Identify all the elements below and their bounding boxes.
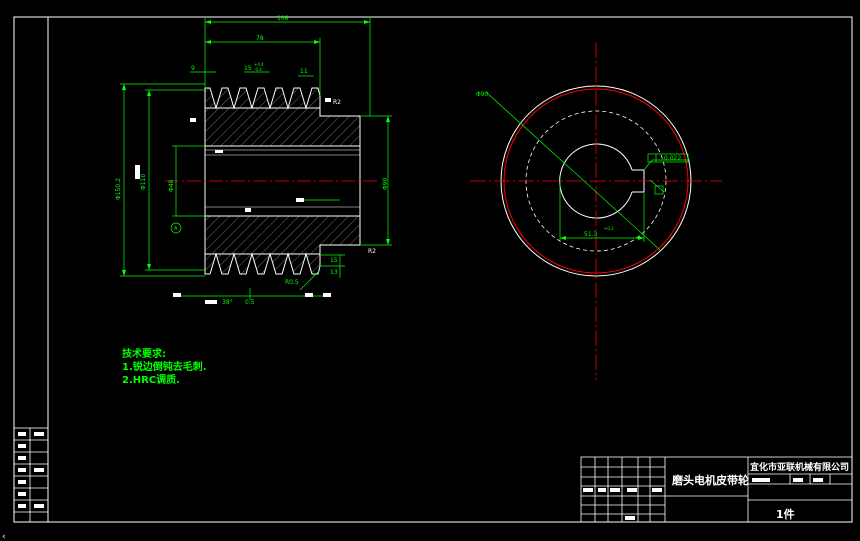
dim-d-bore: Φ48 (168, 179, 175, 192)
dim-keyway-tol: +0.2 (604, 226, 614, 231)
dim-tol-plus: +0.4 (254, 62, 264, 67)
notes-line-2: 2.HRC调质. (122, 375, 180, 386)
dim-datum: A (174, 226, 178, 232)
dim-d-hub: Φ110 (140, 174, 147, 190)
dim-width-15: 15 (330, 257, 338, 264)
technical-notes: 技术要求: 1.锐边倒钝去毛刺. 2.HRC调质. (122, 348, 207, 387)
section-view (165, 87, 380, 275)
dim-roughness-b: R2 (368, 248, 376, 255)
dim-pitch-small: 9 (191, 65, 195, 72)
end-view-dims (485, 91, 690, 251)
part-name: 磨头电机皮带轮 (672, 474, 749, 487)
dim-roughness-a: R2 (333, 99, 341, 106)
quantity: 1件 (776, 508, 795, 521)
dim-keyway: 51.3 (584, 231, 598, 238)
dim-circle-label: Φ90 (476, 91, 489, 98)
dim-length-hub: 78 (256, 35, 264, 42)
section-dim-text: 108 78 9 15 +0.4 -0.4 11 R2 R2 15 13 R0.… (115, 15, 389, 306)
dim-angle: 38° (222, 299, 233, 306)
dim-pitch-tol: 15 (244, 65, 252, 72)
dim-tol-frame: 0.022 (664, 155, 681, 162)
end-view (470, 42, 722, 380)
dim-groove-width: 11 (300, 68, 308, 75)
dim-d-right: Φ90 (382, 177, 389, 190)
dim-width-13: 13 (330, 269, 338, 276)
notes-line-1: 1.锐边倒钝去毛刺. (122, 362, 207, 373)
dim-d-outer: Φ150.2 (115, 178, 122, 200)
dim-length-total: 108 (277, 15, 289, 22)
drawing-frame (13, 16, 853, 523)
company-name: 宜化市亚联机械有限公司 (750, 463, 850, 473)
side-table (13, 427, 49, 523)
dim-tol-minus: -0.4 (254, 67, 262, 72)
dim-chamfer: 0.5 (245, 299, 255, 306)
dim-width-s: R0.5 (285, 279, 299, 286)
corner-glyph: ‹ (2, 532, 6, 541)
notes-title: 技术要求: (122, 349, 166, 360)
title-block (580, 456, 853, 523)
